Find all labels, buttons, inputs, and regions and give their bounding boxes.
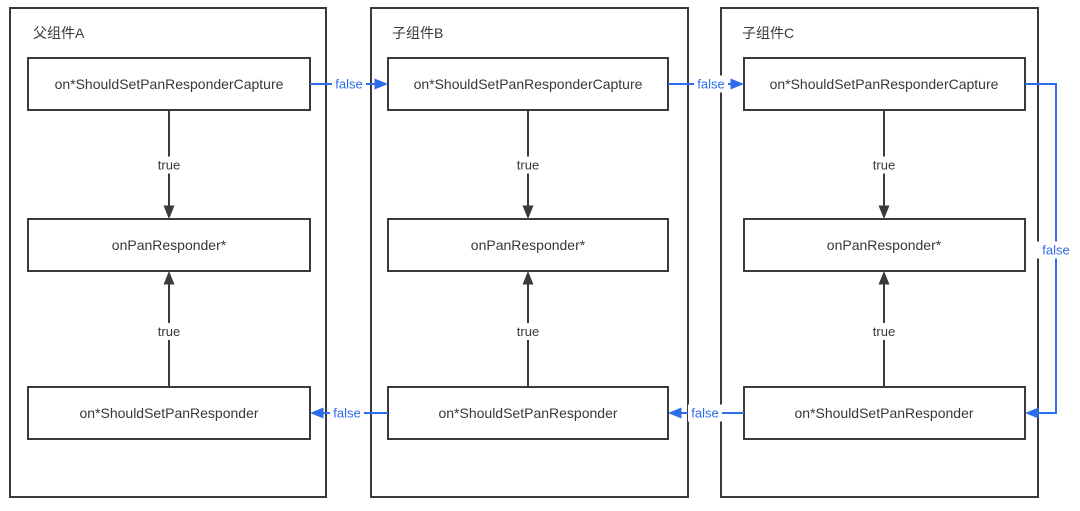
arrow-left-icon <box>668 407 682 419</box>
container-b-title: 子组件B <box>392 25 443 41</box>
arrow-right-icon <box>730 78 744 90</box>
container-a-title: 父组件A <box>33 25 85 41</box>
node-c-pan-responder-label: onPanResponder* <box>827 237 942 253</box>
node-a-should-set-label: on*ShouldSetPanResponder <box>79 405 258 421</box>
edge-a-should-set-true-label-bg <box>154 323 184 340</box>
edge-b-capture-true-label-bg <box>513 156 543 174</box>
node-b-pan-responder <box>387 218 669 272</box>
container-a-group: 父组件A on*ShouldSetPanResponderCapture onP… <box>9 7 327 498</box>
edge-a-to-b-false-label: false <box>335 77 362 92</box>
edge-b-should-set-true-label: true <box>517 324 539 339</box>
arrow-left-icon <box>310 407 324 419</box>
edge-a-capture-true-label-bg <box>154 156 184 174</box>
node-a-capture <box>27 57 311 111</box>
edge-c-capture-true-label: true <box>873 158 895 173</box>
arrow-right-icon <box>374 78 388 90</box>
edge-b-to-c-false-label: false <box>697 77 724 92</box>
edge-a-to-b-false-label-bg <box>332 75 366 93</box>
edge-a-should-set-true-label: true <box>158 324 180 339</box>
edge-c-elbow-false-label-bg <box>1037 241 1075 259</box>
edge-c-elbow-false-label: false <box>1042 243 1069 258</box>
node-c-should-set <box>743 386 1026 440</box>
arrow-up-icon <box>163 271 175 285</box>
container-c-group: 子组件C on*ShouldSetPanResponderCapture onP… <box>720 7 1039 498</box>
node-b-pan-responder-label: onPanResponder* <box>471 237 586 253</box>
false-edges-group: false false false false false <box>310 75 1075 422</box>
arrow-up-icon <box>522 271 534 285</box>
node-a-capture-label: on*ShouldSetPanResponderCapture <box>55 76 284 92</box>
node-c-capture-label: on*ShouldSetPanResponderCapture <box>770 76 999 92</box>
edge-b-capture-true-label: true <box>517 158 539 173</box>
edge-b-to-a-false-label-bg <box>330 404 364 422</box>
container-b-group: 子组件B on*ShouldSetPanResponderCapture onP… <box>370 7 689 498</box>
edge-c-should-set-true-label: true <box>873 324 895 339</box>
edge-b-to-c-false-label-bg <box>694 75 728 93</box>
edge-a-capture-true-label: true <box>158 158 180 173</box>
node-c-should-set-label: on*ShouldSetPanResponder <box>794 405 973 421</box>
node-c-pan-responder <box>743 218 1026 272</box>
node-b-capture-label: on*ShouldSetPanResponderCapture <box>414 76 643 92</box>
edge-c-to-b-false-label: false <box>691 406 718 421</box>
container-c-title: 子组件C <box>742 25 794 41</box>
node-a-pan-responder-label: onPanResponder* <box>112 237 227 253</box>
node-c-capture <box>743 57 1026 111</box>
edge-c-should-set-true-label-bg <box>869 323 899 340</box>
edge-b-should-set-true-label-bg <box>513 323 543 340</box>
edge-b-to-a-false-label: false <box>333 406 360 421</box>
arrow-down-icon <box>878 205 890 219</box>
node-b-should-set-label: on*ShouldSetPanResponder <box>438 405 617 421</box>
arrow-up-icon <box>878 271 890 285</box>
arrow-down-icon <box>522 205 534 219</box>
edge-c-to-b-false-label-bg <box>688 404 722 422</box>
arrow-down-icon <box>163 205 175 219</box>
edge-c-capture-true-label-bg <box>869 156 899 174</box>
arrow-left-icon <box>1025 407 1039 419</box>
